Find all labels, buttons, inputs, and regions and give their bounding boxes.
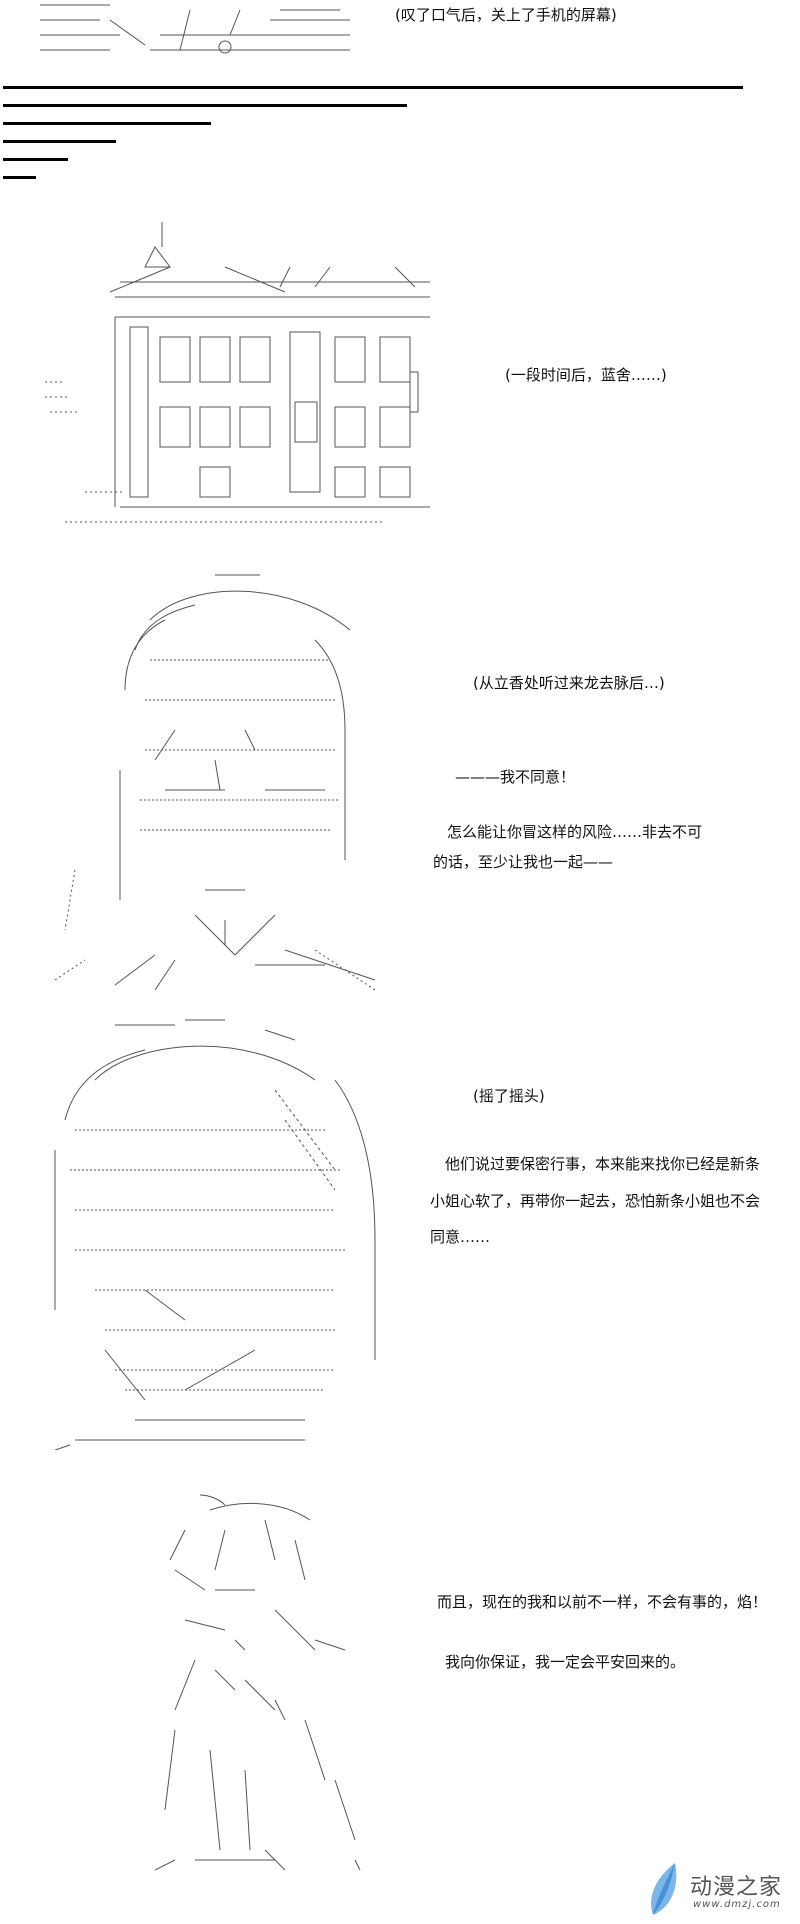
ascii-art-girl-side: [54, 1019, 376, 1450]
divider-line: [3, 86, 743, 89]
logo-name: 动漫之家: [690, 1875, 783, 1900]
divider-line: [3, 176, 36, 179]
ascii-art-building: [45, 222, 430, 523]
ascii-art-girl-standing: [155, 1494, 361, 1871]
dmzj-watermark-logo: 动漫之家 www.dmzj.com: [645, 1855, 800, 1924]
dialogue-secret-line3: 同意……: [430, 1228, 491, 1246]
logo-url: www.dmzj.com: [693, 1899, 781, 1910]
dialogue-risk-line1: 怎么能让你冒这样的风险……非去不可: [447, 823, 703, 841]
dialogue-disagree: ———我不同意！: [455, 768, 576, 786]
caption-sigh: (叹了口气后，关上了手机的屏幕): [395, 6, 617, 24]
dialogue-secret-line2: 小姐心软了，再带你一起去，恐怕新条小姐也不会: [430, 1192, 761, 1210]
caption-heard-story: (从立香处听过来龙去脉后…): [473, 674, 665, 692]
divider-line: [3, 140, 116, 143]
feather-logo-icon: [651, 1863, 677, 1915]
caption-time-later: (一段时间后，蓝舍……): [505, 366, 667, 384]
dialogue-different-now: 而且，现在的我和以前不一样，不会有事的，焰！: [437, 1593, 768, 1611]
divider-line: [3, 104, 407, 107]
dialogue-promise: 我向你保证，我一定会平安回来的。: [445, 1653, 686, 1671]
ascii-art-girl-front: [55, 574, 376, 990]
caption-shake-head: (摇了摇头): [473, 1087, 545, 1105]
dialogue-secret-line1: 他们说过要保密行事，本来能来找你已经是新条: [445, 1155, 761, 1173]
divider-line: [3, 158, 68, 161]
dialogue-risk-line2: 的话，至少让我也一起——: [433, 853, 614, 871]
ascii-art-top-fragment: [40, 4, 350, 54]
divider-line: [3, 122, 211, 125]
